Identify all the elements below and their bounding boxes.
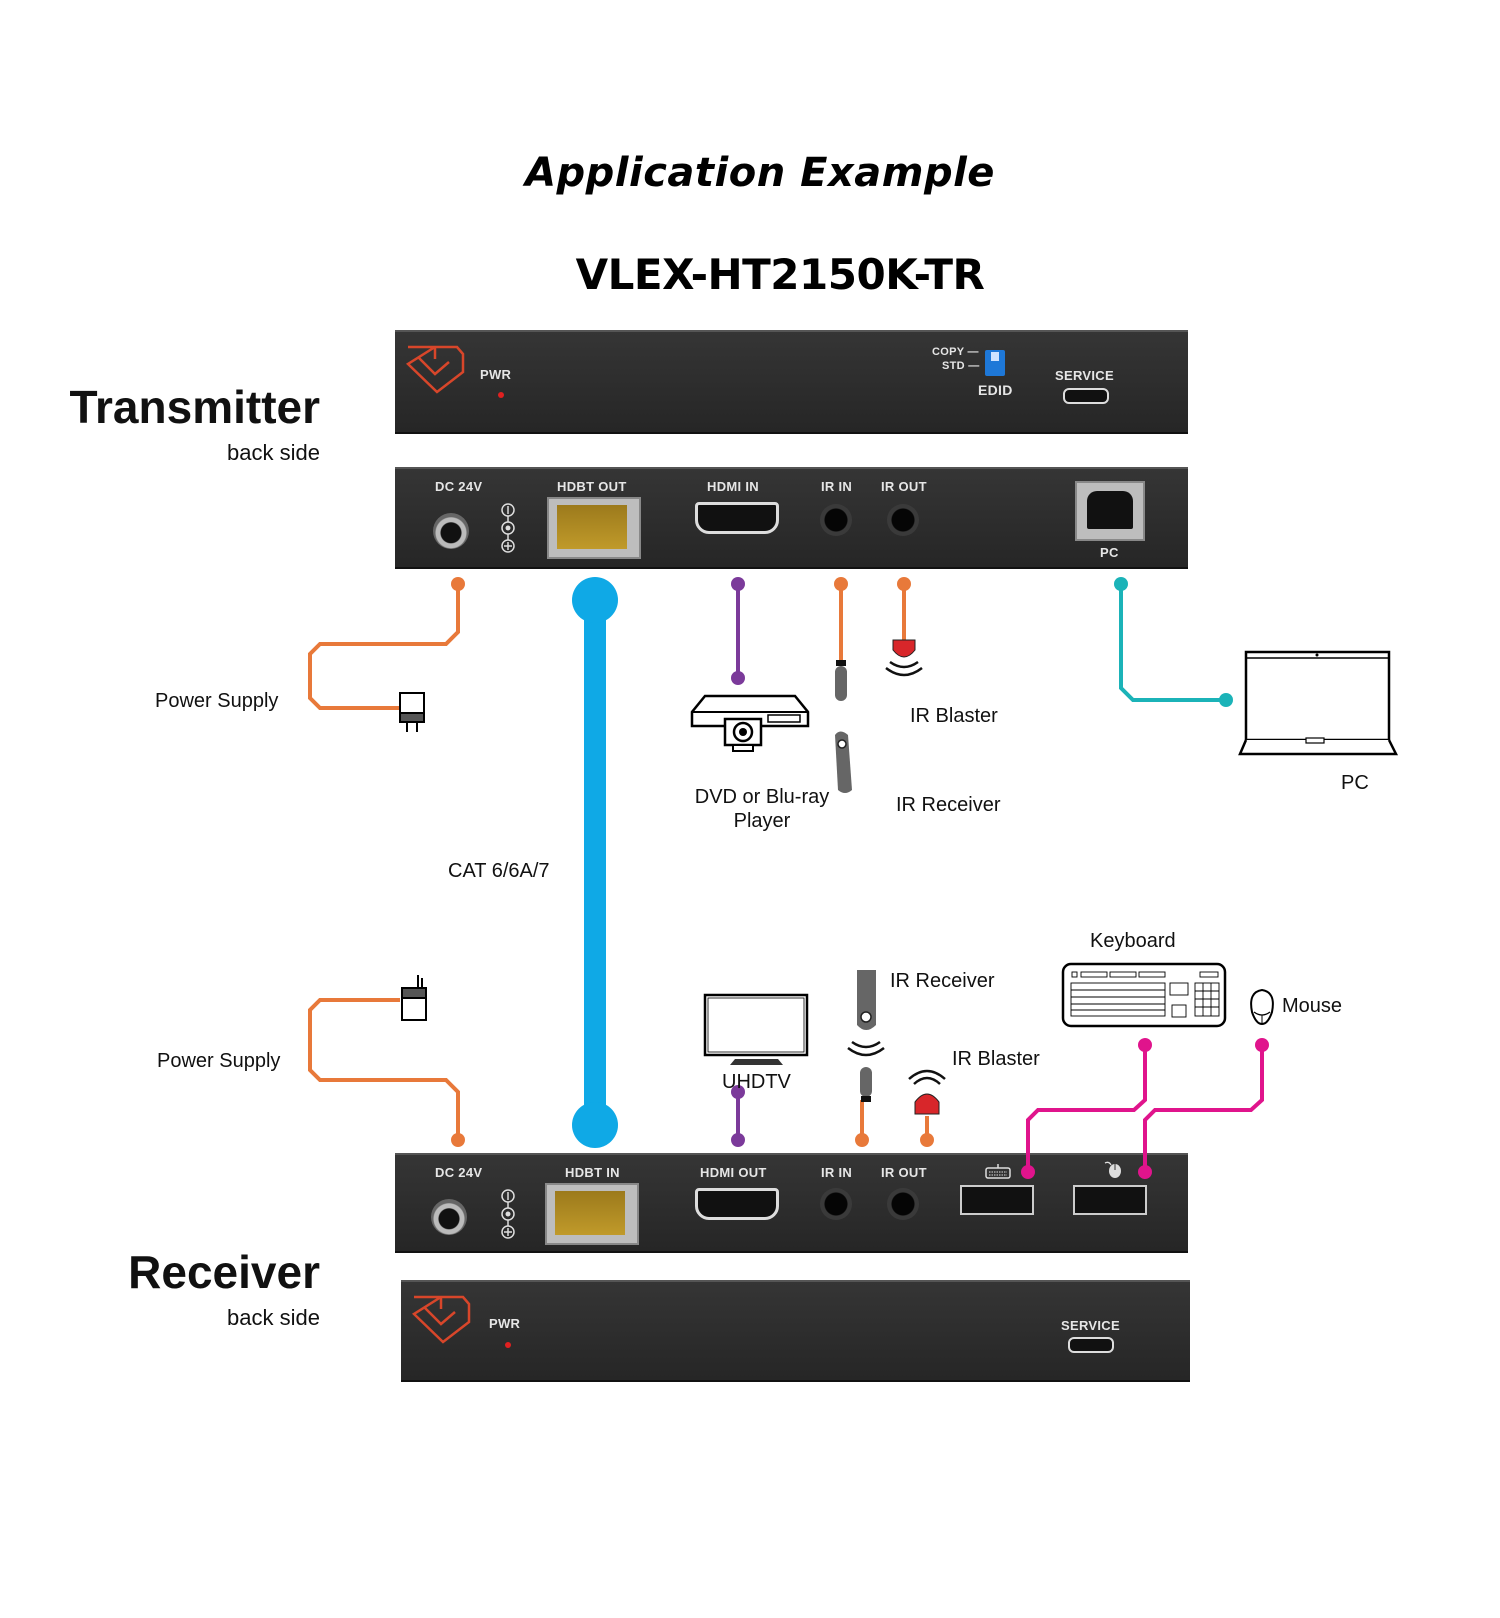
port-label-dc24v: DC 24V — [435, 479, 483, 494]
keyboard-label: Keyboard — [1090, 930, 1176, 952]
mouse-icon — [1104, 1161, 1121, 1178]
rx-power-cable — [308, 998, 465, 1147]
service-label: SERVICE — [1061, 1318, 1120, 1333]
keyboard-icon — [985, 1164, 1011, 1179]
rx-ir-blaster-label: IR Blaster — [952, 1048, 1040, 1070]
dvd-player-label: DVD or Blu-ray Player — [692, 785, 832, 833]
rx-ir-receiver-icon — [847, 970, 885, 1102]
model-name: VLEX-HT2150K-TR — [575, 250, 985, 299]
port-label-ir-in: IR IN — [821, 1165, 853, 1180]
hdbt-in-rj45-port[interactable] — [545, 1183, 639, 1245]
edid-copy-label: COPY — — [932, 346, 979, 358]
dc-power-jack[interactable] — [431, 1199, 467, 1235]
tx-power-supply-label: Power Supply — [155, 690, 279, 712]
pc-usb-cable — [1114, 577, 1233, 707]
usb-mouse-cable — [1138, 1038, 1269, 1179]
port-label-hdbt-out: HDBT OUT — [557, 479, 627, 494]
usb-keyboard-port[interactable] — [960, 1185, 1034, 1215]
rx-ir-in-cable — [855, 1100, 869, 1147]
hdmi-in-port[interactable] — [695, 502, 779, 534]
ir-out-jack[interactable] — [887, 504, 919, 536]
edid-std-label: STD — — [942, 360, 980, 372]
edid-label: EDID — [978, 382, 1013, 398]
hdmi-out-port[interactable] — [695, 1188, 779, 1220]
service-micro-usb-port[interactable] — [1068, 1337, 1114, 1353]
pc-usb-b-port[interactable] — [1075, 481, 1145, 541]
dvd-label-line1: DVD or Blu-ray — [694, 786, 830, 808]
tx-ir-out-cable — [897, 577, 911, 640]
pwr-led — [505, 1342, 511, 1348]
ir-in-jack[interactable] — [820, 1188, 852, 1220]
brand-logo-icon — [405, 345, 465, 394]
rx-ir-out-cable — [920, 1116, 934, 1147]
ir-out-jack[interactable] — [887, 1188, 919, 1220]
service-micro-usb-port[interactable] — [1063, 388, 1109, 404]
port-label-ir-out: IR OUT — [881, 1165, 927, 1180]
polarity-icon — [501, 1189, 515, 1239]
dvd-label-line2: Player — [733, 810, 791, 832]
port-label-hdmi-in: HDMI IN — [707, 479, 759, 494]
rx-ir-blaster-icon — [908, 1069, 946, 1115]
uhdtv-label: UHDTV — [722, 1071, 791, 1093]
tx-ir-blaster-label: IR Blaster — [910, 705, 998, 727]
edid-switch[interactable] — [985, 350, 1005, 376]
hdbt-out-rj45-port[interactable] — [547, 497, 641, 559]
tx-hdmi-cable — [731, 577, 745, 685]
tx-ir-in-cable — [834, 577, 848, 664]
mouse-label: Mouse — [1282, 995, 1343, 1017]
port-label-hdbt-in: HDBT IN — [565, 1165, 620, 1180]
port-label-hdmi-out: HDMI OUT — [700, 1165, 767, 1180]
brand-logo-icon — [411, 1295, 471, 1344]
rx-power-adapter-icon — [401, 975, 427, 1021]
transmitter-rear-panel: DC 24V HDBT OUT HDMI IN IR IN IR OUT PC — [395, 467, 1188, 567]
pwr-label: PWR — [480, 367, 512, 382]
cat6-cable — [572, 577, 618, 1148]
receiver-title: Receiver — [128, 1246, 320, 1298]
transmitter-subtitle: back side — [227, 440, 320, 465]
usb-keyboard-cable — [1021, 1038, 1152, 1179]
mouse-device-icon — [1250, 988, 1274, 1026]
port-label-pc: PC — [1100, 545, 1119, 560]
receiver-rear-panel: DC 24V HDBT IN HDMI OUT IR IN IR OUT — [395, 1153, 1188, 1251]
tx-ir-blaster-icon — [885, 639, 923, 677]
port-label-ir-in: IR IN — [821, 479, 853, 494]
tx-power-cable — [308, 577, 465, 710]
polarity-icon — [501, 503, 515, 553]
receiver-front-panel: PWR SERVICE — [401, 1280, 1190, 1380]
ir-in-jack[interactable] — [820, 504, 852, 536]
receiver-subtitle: back side — [227, 1305, 320, 1330]
laptop-icon — [1238, 650, 1399, 756]
transmitter-front-panel: PWR COPY — STD — EDID SERVICE — [395, 330, 1188, 432]
usb-mouse-port[interactable] — [1073, 1185, 1147, 1215]
port-label-ir-out: IR OUT — [881, 479, 927, 494]
rx-ir-receiver-label: IR Receiver — [890, 970, 995, 992]
rx-hdmi-cable — [731, 1085, 745, 1147]
dvd-player-icon — [690, 694, 810, 752]
diagram-title: Application Example — [525, 150, 995, 196]
dc-power-jack[interactable] — [433, 513, 469, 549]
cable-type-label: CAT 6/6A/7 — [448, 860, 550, 882]
tx-ir-receiver-icon — [835, 660, 852, 793]
keyboard-device-icon — [1061, 962, 1227, 1028]
uhdtv-icon — [703, 993, 809, 1065]
pwr-label: PWR — [489, 1316, 521, 1331]
tx-power-adapter-icon — [399, 692, 425, 732]
transmitter-title: Transmitter — [69, 381, 320, 433]
tx-ir-receiver-label: IR Receiver — [896, 794, 1001, 816]
rx-power-supply-label: Power Supply — [157, 1050, 281, 1072]
pc-label: PC — [1341, 772, 1369, 794]
pwr-led — [498, 392, 504, 398]
port-label-dc24v: DC 24V — [435, 1165, 483, 1180]
service-label: SERVICE — [1055, 368, 1114, 383]
